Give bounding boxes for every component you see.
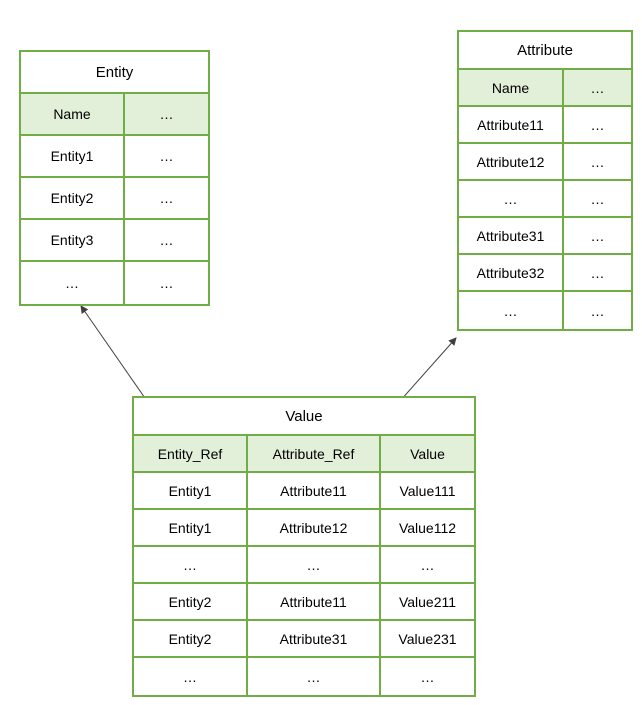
value-cell: Attribute11 xyxy=(248,584,381,619)
value-cell: Value231 xyxy=(398,630,457,647)
value-cell: … xyxy=(248,547,381,582)
table-row: Entity1 … xyxy=(21,136,208,178)
value-cell: Entity1 xyxy=(134,510,248,545)
attribute-cell: Attribute12 xyxy=(459,144,564,179)
table-row: Entity3 … xyxy=(21,220,208,262)
value-cell: … xyxy=(134,547,248,582)
attribute-table: Attribute Name … Attribute11 … Attribute… xyxy=(457,30,633,331)
value-cell: Entity1 xyxy=(134,473,248,508)
table-row: Attribute31 … xyxy=(459,218,631,255)
table-row: … … … xyxy=(134,658,474,695)
entity-header-name: Name xyxy=(21,94,125,134)
value-cell: Attribute11 xyxy=(248,473,381,508)
table-row: Entity2 … xyxy=(21,178,208,220)
table-row: Entity2 Attribute11 Value211 xyxy=(134,584,474,621)
value-header-value: Value xyxy=(410,445,445,462)
entity-cell: … xyxy=(159,190,174,206)
value-cell: … xyxy=(248,658,381,695)
value-cell: Value211 xyxy=(398,593,457,610)
value-cell: Entity2 xyxy=(134,621,248,656)
attribute-cell: … xyxy=(459,292,564,329)
attribute-cell: Attribute32 xyxy=(459,255,564,290)
entity-table-title: Entity xyxy=(21,52,208,94)
entity-cell: … xyxy=(159,148,174,164)
table-row: Entity1 Attribute12 Value112 xyxy=(134,510,474,547)
attribute-cell: Attribute11 xyxy=(459,107,564,142)
value-header-entity-ref: Entity_Ref xyxy=(134,436,248,471)
value-header-row: Entity_Ref Attribute_Ref Value xyxy=(134,436,474,473)
value-cell: Entity2 xyxy=(134,584,248,619)
entity-header-row: Name … xyxy=(21,94,208,136)
entity-cell: Entity1 xyxy=(21,136,125,176)
value-cell: … xyxy=(420,556,435,573)
table-row: … … xyxy=(459,181,631,218)
attribute-cell: Attribute31 xyxy=(459,218,564,253)
table-row: Attribute32 … xyxy=(459,255,631,292)
value-cell: Value111 xyxy=(399,482,456,499)
attribute-header-name: Name xyxy=(459,70,564,105)
value-cell: … xyxy=(134,658,248,695)
attribute-header-more: … xyxy=(590,79,605,96)
table-row: Attribute12 … xyxy=(459,144,631,181)
value-header-attribute-ref: Attribute_Ref xyxy=(248,436,381,471)
attribute-header-row: Name … xyxy=(459,70,631,107)
value-cell: Attribute31 xyxy=(248,621,381,656)
attribute-table-title: Attribute xyxy=(459,32,631,70)
attribute-cell: … xyxy=(590,190,605,207)
entity-header-more: … xyxy=(159,106,174,122)
attribute-cell: … xyxy=(590,227,605,244)
table-row: Entity2 Attribute31 Value231 xyxy=(134,621,474,658)
value-cell: … xyxy=(420,668,435,685)
attribute-cell: … xyxy=(590,153,605,170)
attribute-cell: … xyxy=(590,302,605,319)
entity-cell: … xyxy=(159,232,174,248)
value-table-title: Value xyxy=(134,398,474,436)
attribute-cell: … xyxy=(459,181,564,216)
entity-cell: Entity2 xyxy=(21,178,125,218)
entity-cell: … xyxy=(159,275,174,291)
value-cell: Value112 xyxy=(398,519,457,536)
attribute-cell: … xyxy=(590,264,605,281)
entity-cell: Entity3 xyxy=(21,220,125,260)
table-row: … … xyxy=(21,262,208,304)
attribute-cell: … xyxy=(590,116,605,133)
value-cell: Attribute12 xyxy=(248,510,381,545)
entity-table: Entity Name … Entity1 … Entity2 … Entity… xyxy=(19,50,210,306)
table-row: … … … xyxy=(134,547,474,584)
table-row: Attribute11 … xyxy=(459,107,631,144)
entity-cell: … xyxy=(21,262,125,304)
table-row: … … xyxy=(459,292,631,329)
table-row: Entity1 Attribute11 Value111 xyxy=(134,473,474,510)
value-table: Value Entity_Ref Attribute_Ref Value Ent… xyxy=(132,396,476,697)
